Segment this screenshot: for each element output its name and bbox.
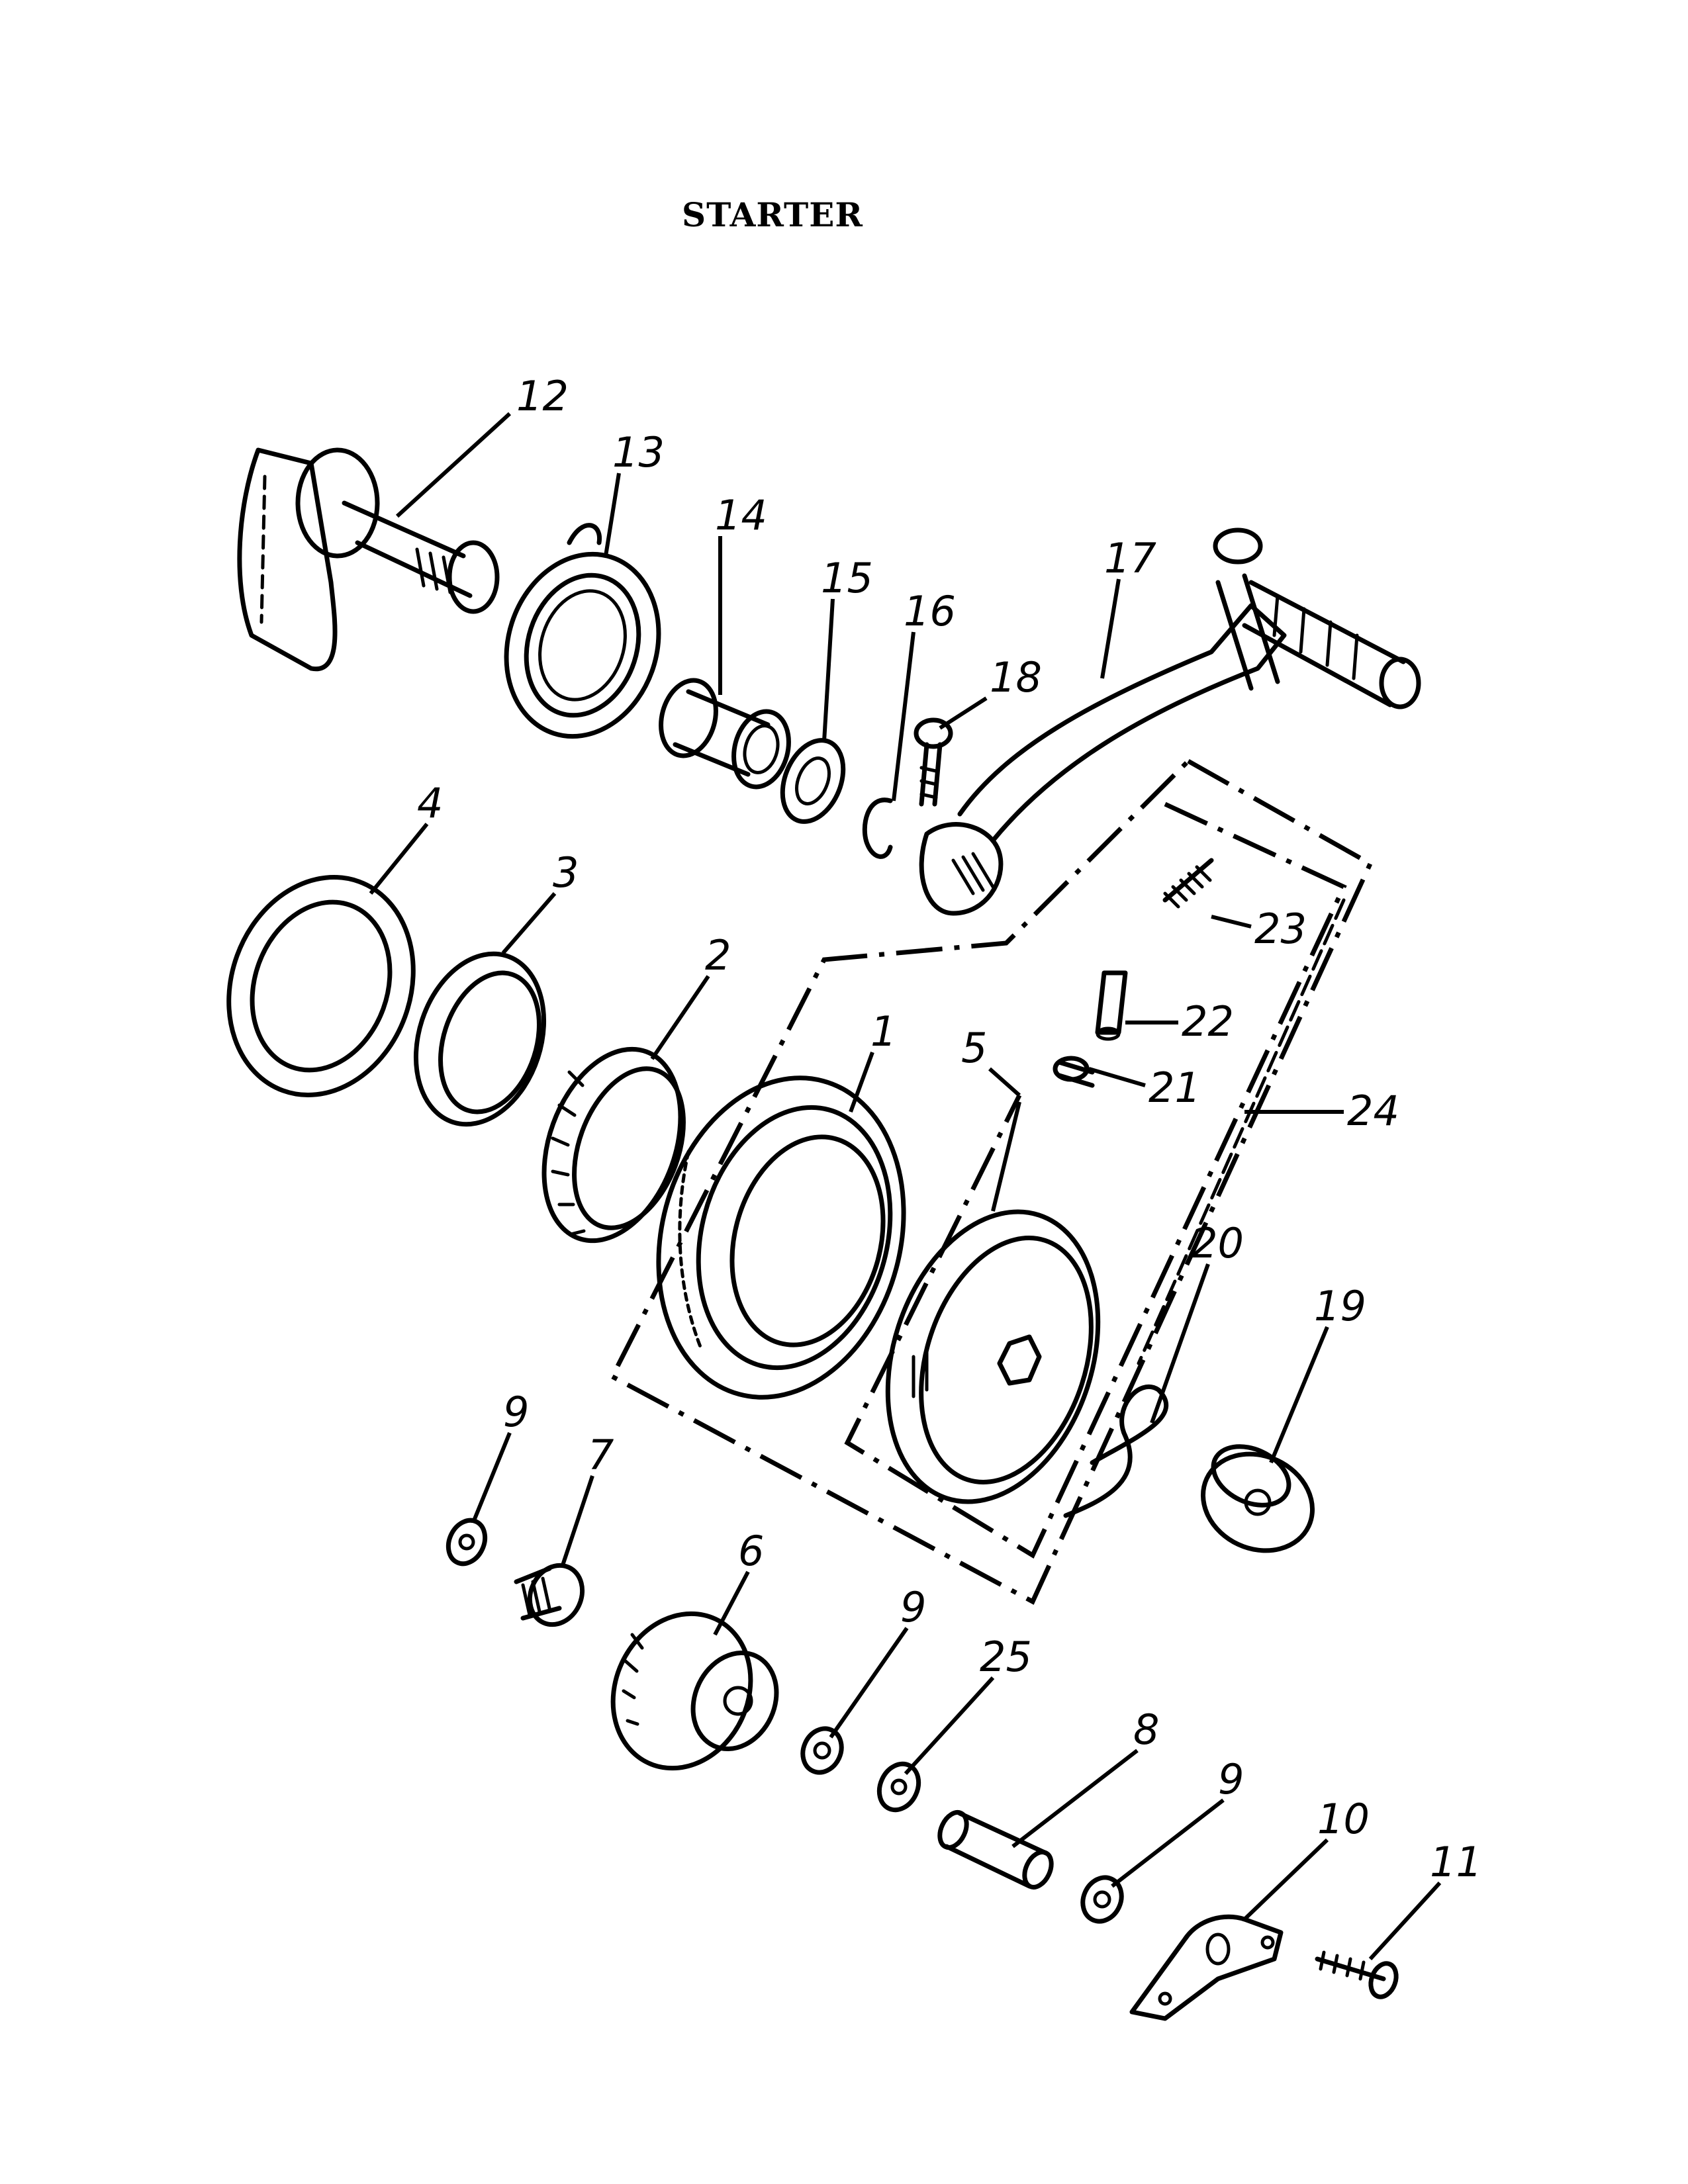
- callout-17: 17: [1104, 534, 1156, 582]
- callout-22: 22: [1182, 997, 1234, 1046]
- spring-23-part: [1162, 858, 1214, 909]
- callout-15: 15: [821, 554, 873, 602]
- washer-25-hole: [890, 1778, 908, 1796]
- callout-9-lower: 9: [1218, 1755, 1244, 1803]
- callout-2: 2: [705, 931, 731, 979]
- screw-part: [1315, 1950, 1399, 1999]
- circlip-part: [862, 797, 893, 859]
- stopper-plate-part: [1129, 1914, 1284, 2021]
- spring-clip-part: [1063, 1384, 1169, 1518]
- callout-7: 7: [588, 1431, 614, 1479]
- callout-11: 11: [1430, 1838, 1482, 1886]
- ratchet-gear-part: [656, 1075, 906, 1400]
- callout-24: 24: [1347, 1087, 1399, 1135]
- callout-12: 12: [516, 372, 569, 420]
- shaft-8-part: [937, 1810, 1054, 1889]
- washer-9b-part: [800, 1726, 844, 1775]
- oil-seal-part: [226, 875, 416, 1097]
- washer-9c-hole: [1093, 1890, 1111, 1909]
- kick-spring-part: [504, 523, 661, 739]
- callout-13: 13: [612, 428, 665, 477]
- washer-25-part: [876, 1761, 921, 1813]
- callout-16: 16: [904, 587, 956, 635]
- callout-14: 14: [715, 491, 767, 539]
- callout-4: 4: [417, 779, 443, 827]
- kick-gear-part: [885, 1209, 1101, 1504]
- callout-20: 20: [1192, 1219, 1244, 1267]
- kick-lever-part: [919, 527, 1421, 916]
- callout-6: 6: [738, 1527, 764, 1575]
- kick-shaft-part: [237, 447, 500, 672]
- idler-gear-part: [610, 1611, 779, 1771]
- needle-bearing-part: [541, 1046, 686, 1244]
- washer-15-part: [780, 738, 846, 824]
- bolt-part: [914, 717, 953, 807]
- washer-9c-part: [1080, 1875, 1124, 1924]
- callout-23: 23: [1254, 905, 1307, 953]
- callout-3: 3: [553, 848, 579, 897]
- washer-9a-hole: [458, 1533, 475, 1551]
- washer-9a-part: [445, 1518, 488, 1567]
- pin-21-part: [1053, 1056, 1095, 1088]
- callout-8: 8: [1133, 1706, 1159, 1754]
- callout-19: 19: [1314, 1282, 1366, 1330]
- callout-18: 18: [990, 653, 1042, 702]
- rod-24-part: [1137, 898, 1346, 1365]
- small-gear-part: [514, 1563, 585, 1627]
- bearing-race-part: [413, 951, 547, 1127]
- callout-21: 21: [1149, 1064, 1201, 1112]
- callout-25: 25: [980, 1633, 1032, 1681]
- assembly-outline-main: [609, 758, 1374, 1605]
- bushing-part: [659, 678, 791, 790]
- assembly-outline-inner: [844, 801, 1347, 1559]
- callout-5: 5: [961, 1024, 987, 1072]
- leader-lines: [369, 412, 1442, 1961]
- callout-10: 10: [1317, 1795, 1370, 1843]
- pin-22-part: [1095, 970, 1128, 1041]
- washer-15-hole: [795, 756, 831, 805]
- ratchet-guide-part: [1200, 1444, 1315, 1553]
- callout-9-middle: 9: [900, 1583, 926, 1631]
- page-title: STARTER: [682, 195, 863, 234]
- washer-9b-hole: [813, 1741, 831, 1760]
- callout-9-upper: 9: [503, 1388, 529, 1436]
- callout-1: 1: [870, 1007, 896, 1056]
